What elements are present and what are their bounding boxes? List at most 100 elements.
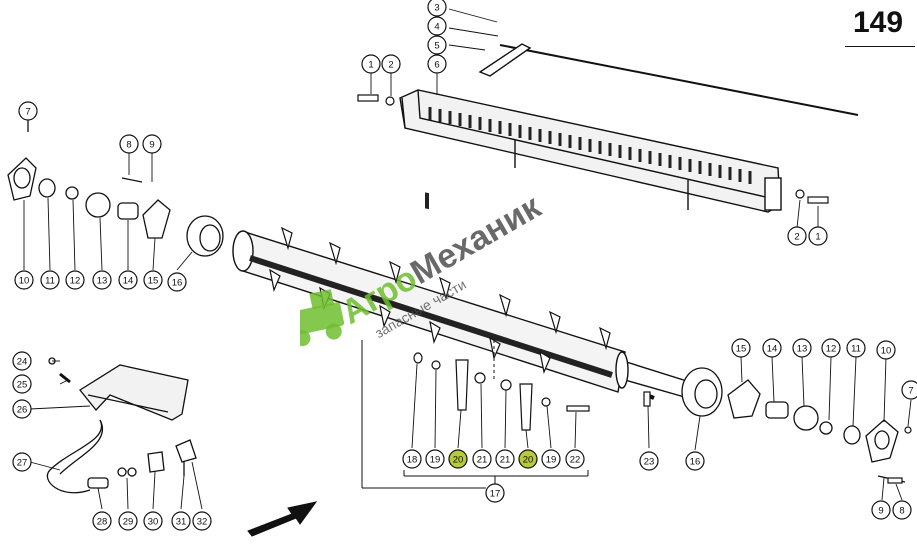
cable [46, 419, 103, 494]
callout-circle [541, 449, 561, 469]
callout-circle [565, 449, 585, 469]
right-bearing-assembly [643, 367, 906, 483]
part-callout: 24 [12, 351, 32, 371]
housing-slot-row [428, 107, 752, 184]
part-callout: 10 [876, 340, 896, 360]
callout-circle [12, 399, 32, 419]
part-callout: 26 [12, 399, 32, 419]
callout-number: 14 [767, 344, 778, 355]
callout-circle [92, 511, 112, 531]
callout-number: 9 [149, 140, 154, 151]
callout-circle [119, 134, 139, 154]
callout-number: 7 [25, 107, 30, 118]
part-callout: 28 [92, 511, 112, 531]
callout-circle [846, 338, 866, 358]
callout-circle [381, 54, 401, 74]
washer-left [65, 186, 79, 200]
part-callout: 14 [762, 338, 782, 358]
callout-number: 10 [881, 346, 892, 357]
callout-circle [787, 226, 807, 246]
callout-circle [792, 338, 812, 358]
part-callout: 13 [792, 338, 812, 358]
callout-circle [65, 270, 85, 290]
callout-number: 7 [908, 386, 913, 397]
callout-circle [448, 449, 468, 469]
callout-number: 15 [736, 344, 747, 355]
callout-circle [495, 449, 515, 469]
callout-circle [402, 449, 422, 469]
bearing-insert-right [843, 425, 861, 445]
part-callout: 2 [787, 226, 807, 246]
part-callout: 10 [14, 270, 34, 290]
callout-number: 10 [19, 276, 30, 287]
callout-number: 23 [644, 457, 655, 468]
callout-number: 13 [97, 276, 108, 287]
callout-number: 30 [148, 517, 159, 528]
part-callout: 7 [18, 101, 38, 121]
callout-number: 11 [45, 276, 55, 287]
callout-number: 16 [172, 278, 183, 289]
part-callout: 22 [565, 449, 585, 469]
part-callout: 9 [871, 500, 891, 520]
callout-circle [808, 226, 828, 246]
callout-number: 27 [17, 458, 28, 469]
part-callout: 17 [485, 483, 505, 503]
callout-number: 22 [570, 455, 581, 466]
part-callout: 15 [143, 270, 163, 290]
part-callout: 19 [425, 449, 445, 469]
callout-number: 3 [434, 3, 439, 14]
part-callout: 5 [427, 35, 447, 55]
callout-circle [143, 511, 163, 531]
callout-number: 8 [126, 140, 131, 151]
callout-circle [901, 380, 917, 400]
part-callout: 4 [427, 16, 447, 36]
part-callout: 11 [40, 270, 60, 290]
callout-number: 2 [388, 60, 393, 71]
electrical-assembly [46, 357, 197, 494]
callout-number: 20 [523, 455, 534, 466]
callout-number: 8 [899, 506, 904, 517]
callout-number: 26 [17, 405, 28, 416]
bearing-insert-left [38, 178, 56, 198]
part-callout: 13 [92, 270, 112, 290]
cap-part [175, 439, 197, 463]
callout-circle [685, 451, 705, 471]
small-hardware [413, 352, 651, 431]
callout-number: 14 [123, 276, 134, 287]
callout-circle [171, 511, 191, 531]
callout-number: 16 [690, 457, 701, 468]
callout-circle [118, 270, 138, 290]
part-callout: 31 [171, 511, 191, 531]
callout-number: 29 [123, 517, 134, 528]
rotor-shaft [232, 230, 691, 399]
callout-circle [876, 340, 896, 360]
callout-number: 32 [197, 517, 208, 528]
callout-number: 12 [70, 276, 81, 287]
bracket-clip [147, 451, 165, 473]
callout-circle [762, 338, 782, 358]
part-callout: 12 [821, 338, 841, 358]
part-callout: 21 [472, 449, 492, 469]
callout-number: 15 [148, 276, 159, 287]
callout-circle [485, 483, 505, 503]
callout-number: 28 [97, 517, 108, 528]
callout-number: 25 [17, 380, 28, 391]
callout-circle [871, 500, 891, 520]
callout-circle [731, 338, 751, 358]
part-callout: 12 [65, 270, 85, 290]
callout-circle [192, 511, 212, 531]
callout-circle [361, 54, 381, 74]
part-callout: 20 [448, 449, 468, 469]
callout-circle [427, 0, 447, 17]
callout-circle [425, 449, 445, 469]
callout-circle [92, 270, 112, 290]
group-bracket-17 [361, 340, 589, 489]
part-callout: 1 [808, 226, 828, 246]
callout-circle [472, 449, 492, 469]
part-callout: 30 [143, 511, 163, 531]
cover-plate [79, 364, 189, 421]
part-callout: 27 [12, 452, 32, 472]
flange-left [142, 199, 171, 239]
